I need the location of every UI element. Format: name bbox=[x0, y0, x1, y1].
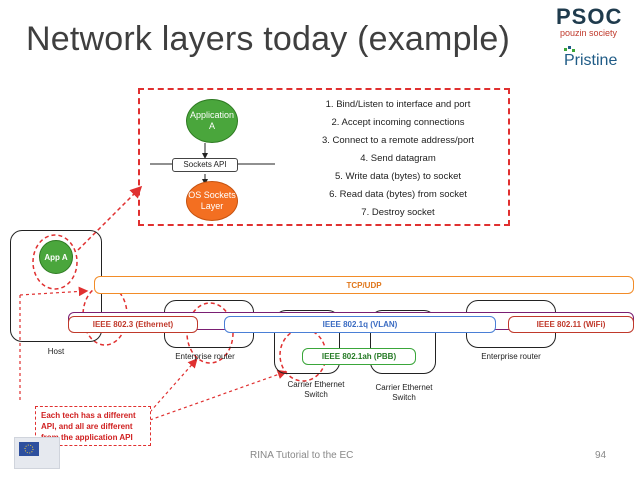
pristine-logo-text: Pristine bbox=[564, 52, 618, 69]
slide-title: Network layers today (example) bbox=[26, 20, 511, 58]
application-a-node: Application A bbox=[186, 99, 238, 143]
carrier-switch-2-label: Carrier Ethernet Switch bbox=[375, 383, 433, 402]
socket-step: 4. Send datagram bbox=[360, 153, 436, 164]
socket-step: 3. Connect to a remote address/port bbox=[321, 135, 475, 146]
psoc-logo-text: PSOC bbox=[556, 4, 623, 29]
psoc-logo-subtitle: pouzin society bbox=[560, 28, 618, 38]
enterprise-router-2-label: Enterprise router bbox=[481, 352, 541, 361]
note-arrow-switch bbox=[149, 369, 288, 421]
page-number: 94 bbox=[595, 450, 607, 461]
vlan-layer: IEEE 802.1q (VLAN) bbox=[224, 316, 496, 333]
wifi-layer: IEEE 802.11 (WiFi) bbox=[508, 316, 634, 333]
pbb-layer: IEEE 802.1ah (PBB) bbox=[302, 348, 416, 365]
ethernet-layer: IEEE 802.3 (Ethernet) bbox=[68, 316, 198, 333]
psoc-logo: PSOC pouzin society bbox=[556, 6, 628, 46]
note-arrow-host bbox=[19, 286, 89, 297]
highlight-app-a bbox=[32, 234, 78, 290]
enterprise-router-1-label: Enterprise router bbox=[175, 352, 235, 361]
os-sockets-layer-node: OS Sockets Layer bbox=[186, 181, 238, 221]
socket-step: 7. Destroy socket bbox=[361, 207, 435, 218]
socket-step: 5. Write data (bytes) to socket bbox=[334, 171, 461, 182]
socket-step: 6. Read data (bytes) from socket bbox=[329, 189, 467, 200]
app-a-to-api-arrow bbox=[77, 185, 143, 251]
tcp-udp-layer: TCP/UDP bbox=[94, 276, 634, 294]
host-label: Host bbox=[47, 347, 65, 356]
highlight-router-stack bbox=[186, 302, 234, 364]
pristine-logo: Pristine bbox=[556, 46, 634, 82]
carrier-switch-1-device bbox=[274, 310, 340, 374]
eu-flag-icon bbox=[19, 442, 39, 456]
api-detail-box bbox=[138, 88, 510, 226]
sockets-api-label: Sockets API bbox=[172, 158, 238, 172]
socket-steps-list: 1. Bind/Listen to interface and port 2. … bbox=[300, 96, 496, 222]
carrier-switch-1-label: Carrier Ethernet Switch bbox=[287, 380, 345, 399]
socket-step: 2. Accept incoming connections bbox=[331, 117, 465, 128]
eu-flag-logo bbox=[14, 437, 60, 469]
socket-step: 1. Bind/Listen to interface and port bbox=[325, 99, 471, 110]
note-arrow-router bbox=[149, 358, 198, 413]
carrier-switch-2-device bbox=[370, 310, 436, 374]
app-a-node: App A bbox=[39, 240, 73, 274]
footer-text: RINA Tutorial to the EC bbox=[250, 450, 354, 461]
pristine-logo-mark bbox=[564, 46, 575, 52]
